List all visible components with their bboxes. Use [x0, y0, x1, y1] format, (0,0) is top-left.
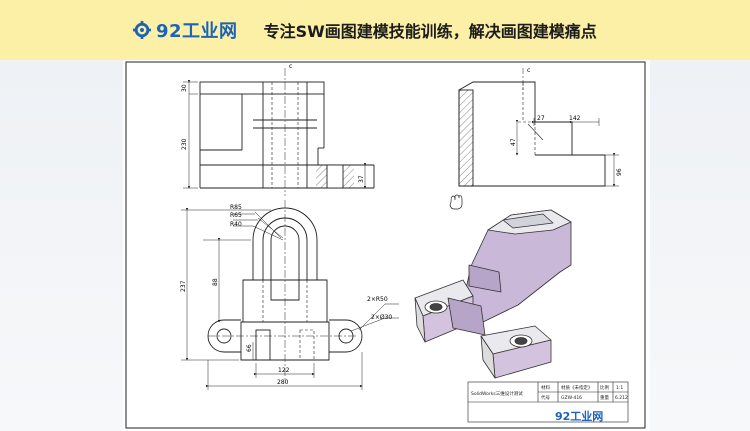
side-view [458, 68, 619, 187]
title-block [467, 381, 629, 423]
tb-scale-value: 1:1 [616, 385, 623, 391]
drawing-sheet: c 30 230 37 c 27 142 47 96 [123, 60, 650, 431]
tb-code-value: GZW-416 [561, 395, 582, 401]
dim-142: 142 [569, 115, 581, 122]
dim-r85: R85 [230, 204, 242, 211]
banner-slogan: 专注SW画图建模技能训练，解决画图建模痛点 [263, 22, 597, 41]
dim-r40: R40 [230, 221, 242, 228]
dim-96: 96 [616, 168, 623, 176]
isometric-view [414, 209, 572, 379]
dim-30: 30 [181, 84, 188, 92]
right-margin-panel [650, 60, 750, 431]
dim-230: 230 [181, 138, 188, 150]
dim-r50: 2×R50 [367, 296, 388, 303]
dim-280: 280 [277, 379, 289, 386]
dim-122: 122 [278, 367, 290, 374]
title-block-logo: 92工业网 [555, 408, 603, 424]
hand-cursor-icon [449, 194, 463, 210]
dim-88: 88 [212, 278, 219, 286]
left-margin-panel [0, 60, 123, 431]
title-block-logo-text: 92工业网 [555, 410, 604, 423]
dim-237: 237 [180, 280, 187, 292]
tb-weight-value: 6.212 [615, 395, 628, 401]
tb-material-value: 材质《未指定》 [561, 384, 593, 391]
dim-37: 37 [358, 175, 365, 183]
top-view [181, 200, 399, 390]
sheet-border [125, 61, 646, 429]
engineering-drawing: c 30 230 37 c 27 142 47 96 [125, 61, 646, 429]
tb-project: SolidWorks三维设计测试 [471, 390, 523, 397]
front-view [183, 68, 375, 196]
dim-66: 66 [246, 344, 253, 352]
centerline-mark-side: c [527, 67, 530, 74]
centerline-mark-front: c [289, 63, 292, 70]
tb-material-label: 材料 [541, 384, 550, 391]
dim-47: 47 [510, 138, 517, 146]
brand-logo: 92工业网 [133, 17, 238, 43]
tb-weight-label: 重量 [600, 394, 609, 401]
gear-icon [133, 21, 151, 39]
logo-text: 92工业网 [156, 21, 238, 42]
dim-phi30: 2×Ø30 [371, 314, 392, 321]
tb-code-label: 代号 [541, 394, 550, 401]
tb-scale-label: 比例 [600, 384, 609, 391]
top-banner: 92工业网 专注SW画图建模技能训练，解决画图建模痛点 [0, 0, 750, 60]
dim-r65: R65 [230, 212, 242, 219]
dim-27: 27 [537, 115, 545, 122]
